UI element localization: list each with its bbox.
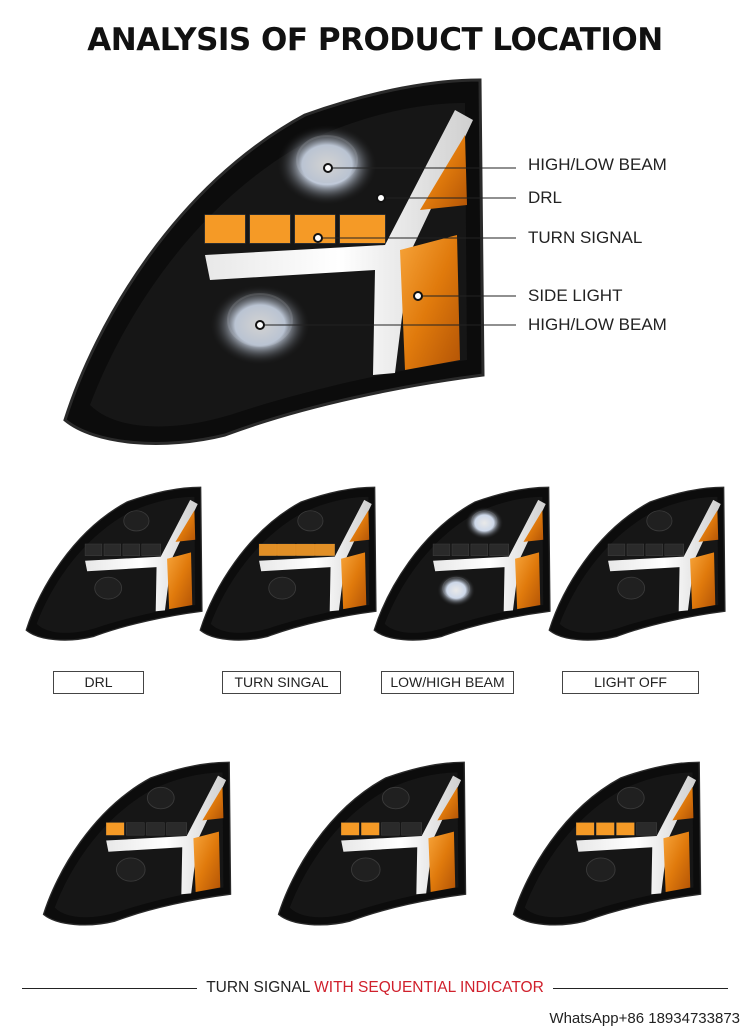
footer-caption-red: WITH SEQUENTIAL INDICATOR [314, 979, 544, 996]
thumb-drl-image [25, 486, 203, 641]
hero-headlamp-image [63, 78, 485, 445]
callout-turn-signal: TURN SIGNAL [528, 228, 643, 247]
footer-rule-left [22, 988, 197, 989]
footer-caption: TURN SIGNAL WITH SEQUENTIAL INDICATOR [0, 979, 750, 997]
state-label-low-high-beam: LOW/HIGH BEAM [381, 671, 514, 694]
state-label-turn-signal: TURN SINGAL [222, 671, 341, 694]
state-label-light-off: LIGHT OFF [562, 671, 699, 694]
sequential-step-3-image [512, 761, 702, 926]
thumb-turn-signal-image [199, 486, 377, 641]
footer-rule-right [553, 988, 728, 989]
callout-drl: DRL [528, 188, 563, 207]
thumb-light-off-image [548, 486, 726, 641]
sequential-step-2-image [277, 761, 467, 926]
callout-side-light: SIDE LIGHT [528, 286, 623, 305]
thumb-low-high-beam-image [373, 486, 551, 641]
callout-high-low-beam-upper: HIGH/LOW BEAM [528, 155, 667, 174]
callout-high-low-beam-lower: HIGH/LOW BEAM [528, 315, 667, 334]
footer-caption-black: TURN SIGNAL [206, 979, 315, 996]
sequential-step-1-image [42, 761, 232, 926]
state-label-drl: DRL [53, 671, 144, 694]
contact-whatsapp: WhatsApp+86 18934733873 [549, 1010, 740, 1027]
page-title: ANALYSIS OF PRODUCT LOCATION [87, 22, 663, 58]
